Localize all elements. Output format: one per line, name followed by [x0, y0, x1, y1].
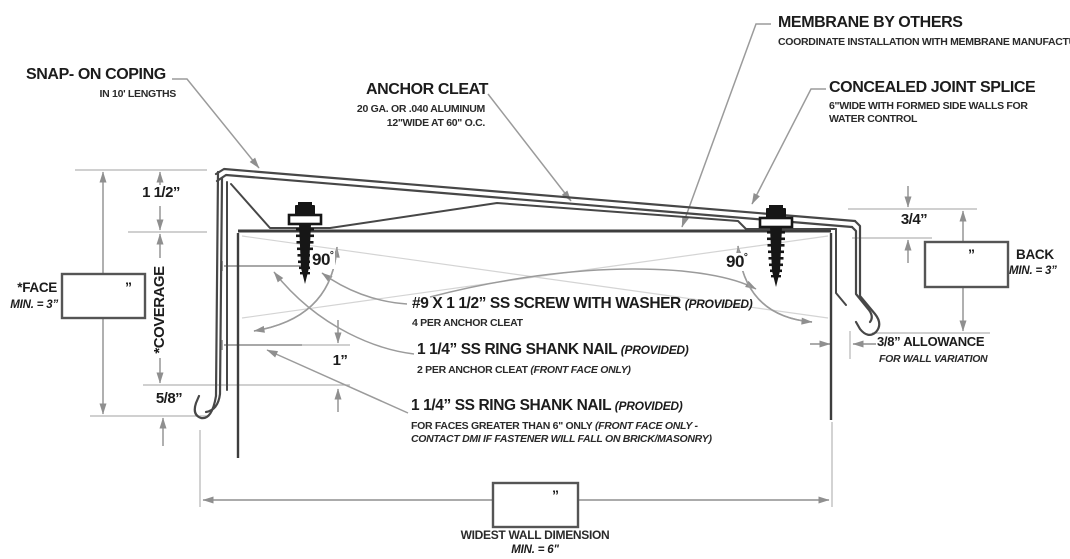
back-label: BACK	[1016, 247, 1054, 262]
dim-hem: 5/8”	[155, 390, 183, 407]
nail-secondary-note-provided: (PROVIDED)	[614, 399, 683, 413]
dimension-lines	[99, 171, 967, 504]
nail-secondary-note-subtitle1: FOR FACES GREATER THAN 6" ONLY (FRONT FA…	[411, 420, 698, 432]
face-box-inch-mark: ”	[125, 279, 132, 295]
screw-note-title: #9 X 1 1/2” SS SCREW WITH WASHER (PROVID…	[412, 295, 753, 312]
membrane-callout-subtitle: COORDINATE INSTALLATION WITH MEMBRANE MA…	[778, 36, 1070, 48]
wall-dimension-input-box[interactable]	[491, 481, 580, 529]
nail-primary-note-subtitle: 2 PER ANCHOR CLEAT (FRONT FACE ONLY)	[417, 364, 631, 376]
back-box-inch-mark: ”	[968, 246, 975, 262]
concealed-joint-splice-callout-title: CONCEALED JOINT SPLICE	[829, 79, 1036, 96]
snap-on-coping-callout-subtitle: IN 10' LENGTHS	[99, 88, 177, 100]
callout-leader-lines	[172, 23, 826, 414]
concealed-joint-splice-callout-subtitle1: 6"WIDE WITH FORMED SIDE WALLS FOR	[829, 100, 1028, 112]
nail-secondary-note-title: 1 1/4” SS RING SHANK NAIL (PROVIDED)	[411, 397, 683, 414]
nail-secondary-note-subtitle2: CONTACT DMI IF FASTENER WILL FALL ON BRI…	[411, 433, 712, 445]
nail-primary-note-provided: (PROVIDED)	[620, 343, 689, 357]
back-dimension-input-box[interactable]	[923, 240, 1010, 289]
widest-wall-min-label: MIN. = 6"	[511, 544, 559, 556]
widest-wall-label: WIDEST WALL DIMENSION	[460, 528, 610, 542]
back-min-label: MIN. = 3”	[1009, 265, 1057, 277]
nail-primary-note-title: 1 1/4” SS RING SHANK NAIL (PROVIDED)	[417, 341, 689, 358]
coping-cap-profile	[193, 167, 881, 420]
face-dimension-input-box[interactable]	[60, 272, 147, 320]
angle-left-label: 90°	[310, 250, 336, 269]
wall-section	[236, 229, 833, 458]
ring-shank-nails	[221, 261, 302, 350]
screw-note-subtitle: 4 PER ANCHOR CLEAT	[412, 317, 523, 329]
snap-on-coping-callout-title: SNAP- ON COPING	[26, 66, 166, 83]
membrane-callout-title: MEMBRANE BY OTHERS	[778, 14, 963, 31]
dim-top-height: 1 1/2”	[120, 185, 202, 201]
extension-tick-lines	[75, 169, 990, 507]
allowance-title: 3/8” ALLOWANCE	[877, 334, 985, 349]
dim-back-top: 3/4”	[900, 211, 928, 228]
wall-box-inch-mark: ”	[552, 487, 559, 503]
face-min-label: MIN. = 3”	[10, 299, 58, 311]
concealed-joint-splice-callout-subtitle2: WATER CONTROL	[829, 113, 918, 125]
anchor-cleat-callout-title: ANCHOR CLEAT	[366, 81, 489, 98]
anchor-cleat-callout-subtitle2: 12"WIDE AT 60" O.C.	[386, 117, 486, 129]
screw-right	[758, 203, 794, 289]
anchor-cleat-callout-subtitle1: 20 GA. OR .040 ALUMINUM	[356, 103, 485, 115]
screw-note-provided: (PROVIDED)	[684, 297, 753, 311]
face-label: *FACE	[17, 280, 57, 295]
dim-nail-spacing: 1”	[332, 352, 348, 369]
angle-right-label: 90°	[724, 252, 750, 271]
anchor-cleat-profile	[226, 181, 847, 391]
allowance-subtitle: FOR WALL VARIATION	[879, 353, 988, 365]
dim-coverage: *COVERAGE	[151, 263, 168, 357]
